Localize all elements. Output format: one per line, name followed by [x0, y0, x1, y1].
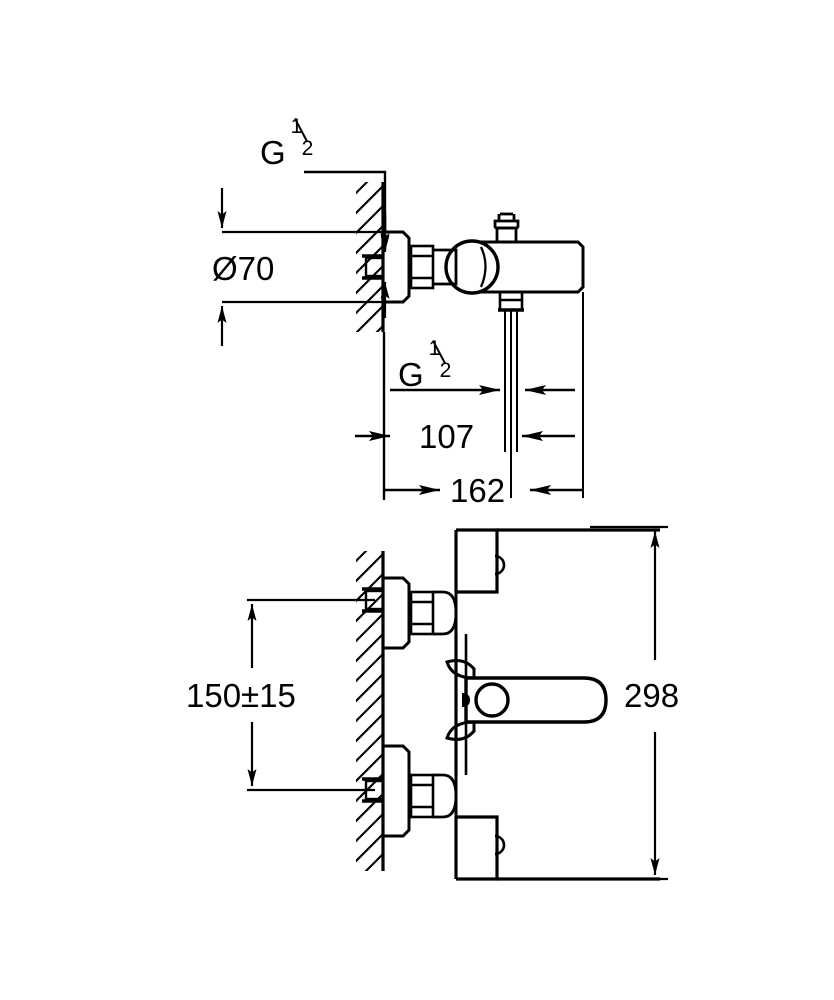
- leader-g-half-lower: [382, 332, 575, 500]
- handle-lever-elevation[interactable]: [464, 676, 608, 724]
- body-cap-divider-top: [456, 530, 499, 594]
- connector-boss-lower: [433, 773, 458, 819]
- outlet-stem-plan: [498, 290, 524, 312]
- dimension-d70: [217, 188, 392, 346]
- outlet-projection-lines: [504, 310, 518, 498]
- wall-section-elevation: [356, 551, 385, 871]
- wall-hatch-elevation: [356, 551, 383, 871]
- label-dimension-298: 298: [624, 677, 680, 714]
- escutcheon-bore-edges-upper: [362, 587, 384, 613]
- elevation-view-group: [247, 525, 668, 881]
- thermostat-housing-plan: [444, 239, 500, 295]
- body-arc-detail: [479, 246, 487, 288]
- escutcheon-plan: [383, 230, 411, 304]
- label-dimension-150: 150±15: [186, 677, 296, 714]
- union-nut-upper: [409, 590, 435, 636]
- label-thread-upper-letter: G: [260, 134, 286, 171]
- mixer-body-plan: [478, 240, 585, 294]
- escutcheon-plate-upper: [383, 576, 411, 650]
- handle-hub-circle: [474, 682, 510, 718]
- label-diameter-70: Ø70: [212, 250, 275, 287]
- inlet-upper-assembly: [362, 576, 458, 650]
- connector-boss-upper: [433, 590, 458, 636]
- diverter-button-plan: [493, 212, 520, 244]
- union-nut-plan: [409, 244, 435, 290]
- union-nut-lower: [409, 773, 435, 819]
- leader-g-half-upper: [304, 170, 387, 234]
- connector-block-plan: [433, 248, 458, 286]
- cap-detail-top-icon: [494, 554, 506, 576]
- escutcheon-bore-edges-lower: [362, 777, 384, 803]
- escutcheon-plate-lower: [383, 744, 411, 838]
- handle-leaf-upper: [445, 659, 476, 680]
- escutcheon-bore-plan: [364, 256, 385, 278]
- label-dimension-107: 107: [419, 418, 475, 455]
- label-dimension-162: 162: [450, 472, 506, 509]
- handle-leaf-lower: [445, 720, 476, 741]
- plan-view-group: [217, 170, 585, 500]
- cap-detail-bottom-icon: [494, 834, 506, 856]
- dimension-150: [247, 598, 375, 792]
- escutcheon-bore-edges: [362, 254, 384, 280]
- dimension-298: [590, 525, 668, 881]
- label-thread-lower-letter: G: [398, 356, 424, 393]
- body-cap-divider-bottom: [456, 815, 499, 879]
